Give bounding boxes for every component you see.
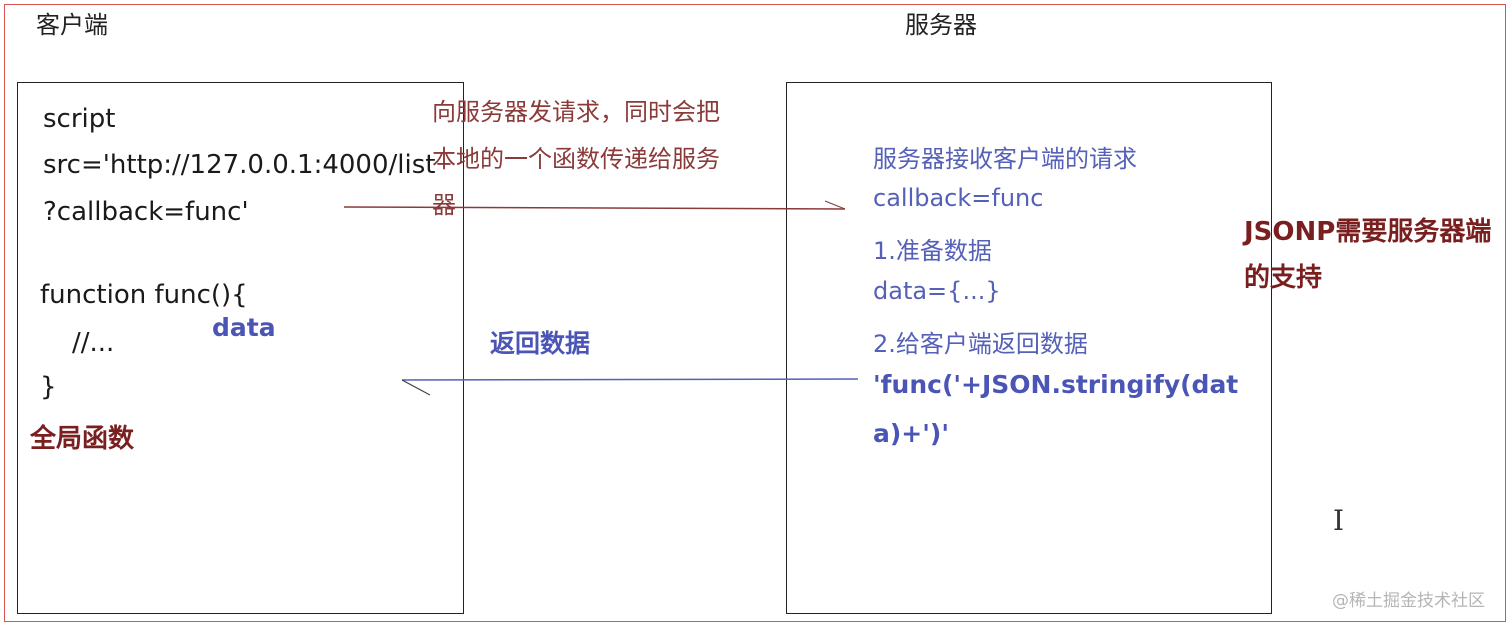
server-code-line: 'func('+JSON.stringify(dat — [873, 370, 1239, 399]
request-note-line: 向服务器发请求，同时会把 — [432, 98, 720, 126]
client-heading: 客户端 — [36, 11, 108, 39]
server-line: 服务器接收客户端的请求 — [873, 145, 1137, 173]
server-code-line: a)+')' — [873, 419, 949, 448]
data-label: data — [212, 313, 276, 342]
request-note-line: 本地的一个函数传递给服务 — [432, 145, 720, 173]
response-label: 返回数据 — [490, 329, 591, 358]
server-heading: 服务器 — [905, 11, 977, 39]
server-line: callback=func — [873, 184, 1044, 212]
global-function-label: 全局函数 — [30, 424, 135, 454]
request-note-line: 器 — [432, 191, 456, 219]
server-line: 2.给客户端返回数据 — [873, 330, 1088, 358]
side-note-line: 的支持 — [1244, 263, 1323, 293]
server-line: data={...} — [873, 277, 1001, 305]
client-code-line: script — [43, 104, 116, 134]
client-code-line: //... — [72, 328, 115, 358]
request-arrow — [343, 206, 846, 210]
client-code-line: ?callback=func' — [43, 197, 249, 227]
response-arrow — [401, 378, 859, 381]
watermark: @稀土掘金技术社区 — [1332, 591, 1485, 611]
client-code-line: } — [40, 372, 57, 402]
client-box — [17, 82, 464, 614]
side-note-line: JSONP需要服务器端 — [1244, 217, 1492, 247]
outer-frame — [4, 4, 1506, 622]
request-arrowhead — [824, 200, 846, 210]
response-arrowhead — [401, 379, 431, 396]
text-cursor-icon: I — [1333, 504, 1345, 537]
client-code-line: function func(){ — [40, 280, 248, 310]
client-code-line: src='http://127.0.0.1:4000/list — [43, 150, 436, 180]
server-box — [786, 82, 1272, 614]
server-line: 1.准备数据 — [873, 237, 992, 265]
